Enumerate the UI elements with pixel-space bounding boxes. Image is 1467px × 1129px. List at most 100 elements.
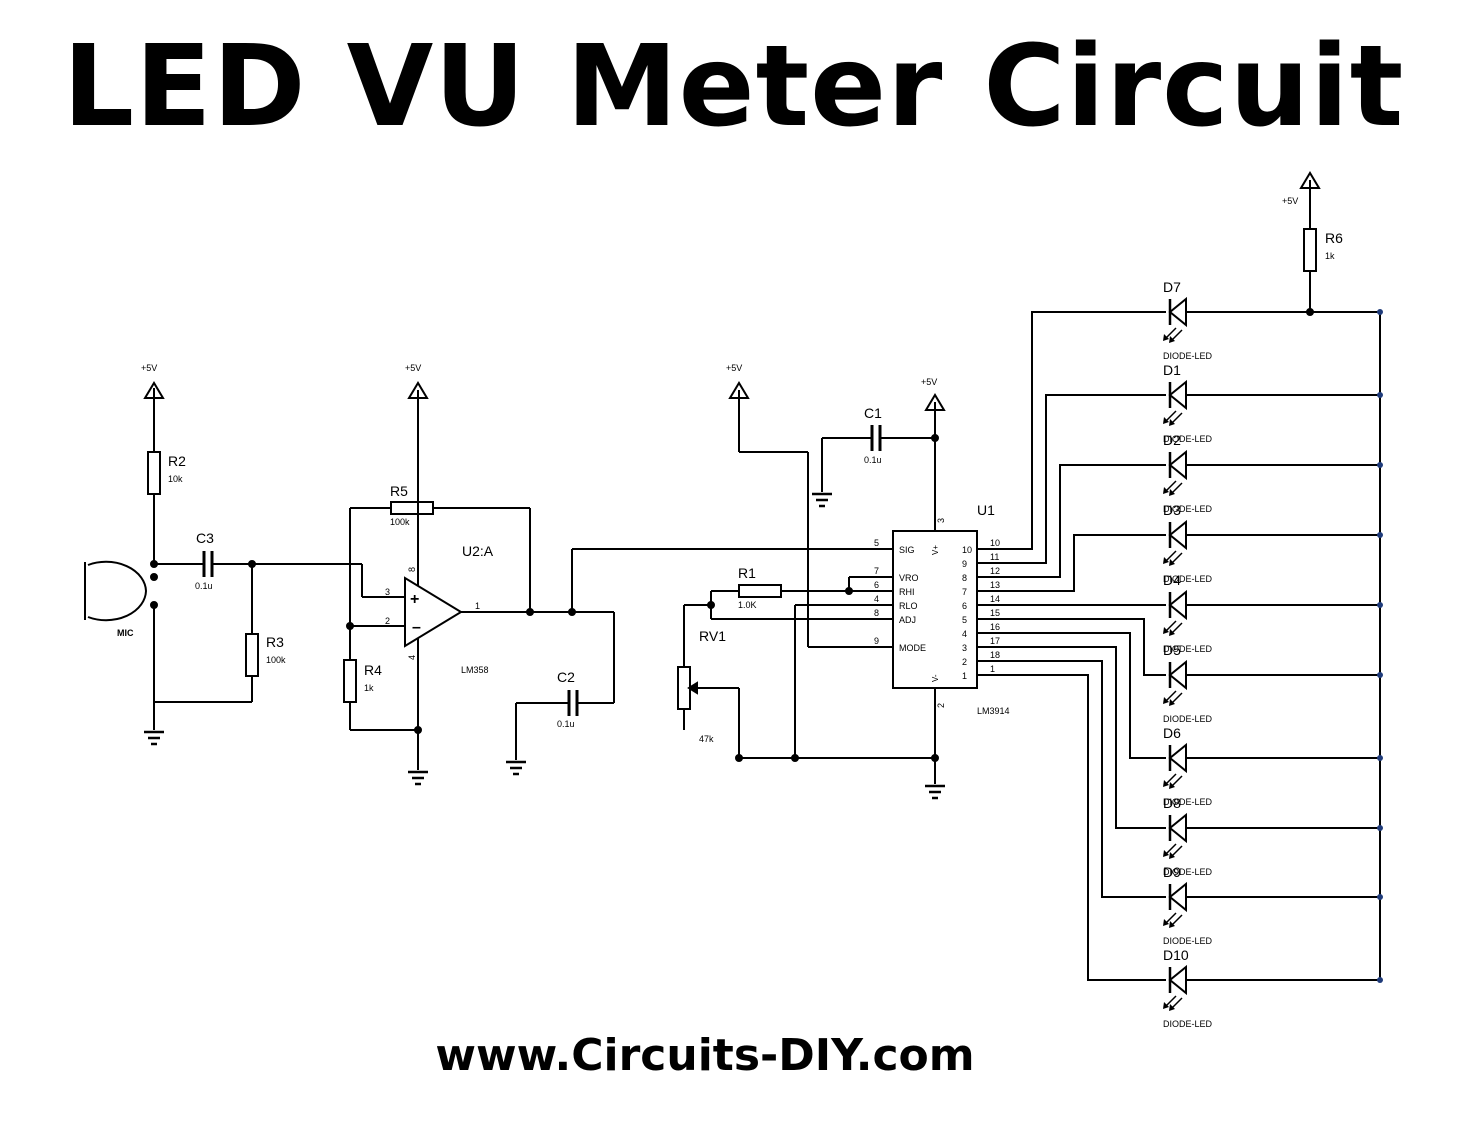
ic-output-pin-label: 12 — [990, 566, 1000, 576]
led-type-label: DIODE-LED — [1163, 867, 1213, 877]
led-type-label: DIODE-LED — [1163, 574, 1213, 584]
junction-dot — [1377, 602, 1383, 608]
led-type-label: DIODE-LED — [1163, 714, 1213, 724]
led-arrow-head — [1169, 852, 1175, 859]
led-arrow-head — [1163, 780, 1169, 787]
supply-label-ic: +5V — [921, 377, 937, 387]
ground-c2 — [506, 760, 526, 776]
led-arrow-head — [1169, 699, 1175, 706]
led-arrow-head — [1163, 487, 1169, 494]
led-wire — [977, 674, 1166, 981]
r3-ref: R3 — [266, 634, 284, 650]
opamp-minus-sign: – — [412, 619, 421, 636]
led-arrow-head — [1169, 629, 1175, 636]
supply-label-r6: +5V — [1282, 196, 1298, 206]
led-ref-label: D10 — [1163, 947, 1189, 963]
ic-pin-name: SIG — [899, 545, 915, 555]
ic-pin-name: VRO — [899, 573, 919, 583]
rv1-value: 47k — [699, 734, 714, 744]
c1-ref: C1 — [864, 405, 882, 421]
supply-label-opamp: +5V — [405, 363, 421, 373]
led-arrow-head — [1169, 921, 1175, 928]
opamp-ref: U2:A — [462, 543, 494, 559]
ground-c1 — [812, 492, 832, 508]
junction-dot — [1377, 672, 1383, 678]
ic-pin-number: 7 — [874, 566, 879, 576]
led-wire — [977, 632, 1166, 759]
led-ref-label: D5 — [1163, 642, 1181, 658]
ground-mic — [144, 730, 164, 746]
junction-dot — [1377, 755, 1383, 761]
junction-dot — [1377, 977, 1383, 983]
led-wire — [977, 618, 1166, 676]
led-ref-label: D9 — [1163, 864, 1181, 880]
led-arrow-head — [1169, 559, 1175, 566]
led-diode-symbol — [1168, 742, 1187, 774]
rv1-ref: RV1 — [699, 628, 726, 644]
r5-ref: R5 — [390, 483, 408, 499]
r3-value: 100k — [266, 655, 286, 665]
ic-pin-number: 5 — [962, 615, 967, 625]
capacitor-c1 — [870, 425, 882, 451]
led-ref-label: D7 — [1163, 279, 1181, 295]
led-type-label: DIODE-LED — [1163, 797, 1213, 807]
ic-pin-name: ADJ — [899, 615, 916, 625]
led-arrow-head — [1163, 1002, 1169, 1009]
ic-output-pin-label: 11 — [990, 552, 999, 562]
capacitor-c3 — [202, 551, 214, 577]
led-ref-label: D2 — [1163, 432, 1181, 448]
ic-pin-number: 6 — [874, 580, 879, 590]
ic-output-pin-label: 1 — [990, 664, 995, 674]
led-wire — [977, 394, 1166, 564]
resistor-r6 — [1303, 228, 1317, 272]
ic-output-pin-label: 16 — [990, 622, 1000, 632]
opamp-part: LM358 — [461, 665, 489, 675]
led-ref-label: D6 — [1163, 725, 1181, 741]
r6-ref: R6 — [1325, 230, 1343, 246]
supply-arrow-mic — [143, 381, 165, 452]
led-arrow-head — [1163, 334, 1169, 341]
ic-pin-number: 8 — [962, 573, 967, 583]
ic-pin-number: 3 — [962, 643, 967, 653]
ground-opamp — [408, 770, 428, 786]
r2-value: 10k — [168, 474, 183, 484]
r4-value: 1k — [364, 683, 374, 693]
r5-value: 100k — [390, 517, 410, 527]
ic-output-pin-label: 17 — [990, 636, 1000, 646]
led-arrow-head — [1163, 850, 1169, 857]
r1-value: 1.0K — [738, 600, 757, 610]
ic-pin-number: 6 — [962, 601, 967, 611]
junction-dot — [1377, 392, 1383, 398]
c2-ref: C2 — [557, 669, 575, 685]
led-type-label: DIODE-LED — [1163, 434, 1213, 444]
ic-bottom-pin: 2 — [936, 703, 946, 708]
led-arrow-head — [1169, 489, 1175, 496]
led-diode-symbol — [1168, 296, 1187, 328]
led-wire — [977, 660, 1166, 898]
junction-dot — [1377, 532, 1383, 538]
c3-ref: C3 — [196, 530, 214, 546]
led-type-label: DIODE-LED — [1163, 1019, 1213, 1029]
mic-label: MIC — [117, 628, 134, 638]
supply-arrow-opamp — [407, 381, 429, 399]
led-arrow-head — [1163, 417, 1169, 424]
led-diode-symbol — [1168, 881, 1187, 913]
ic-ref: U1 — [977, 502, 995, 518]
resistor-r2 — [147, 451, 161, 495]
c2-value: 0.1u — [557, 719, 575, 729]
led-wire — [977, 311, 1166, 550]
ic-pin-number: 5 — [874, 538, 879, 548]
ic-pin-number: 2 — [962, 657, 967, 667]
junction-dot — [1377, 462, 1383, 468]
led-ref-label: D3 — [1163, 502, 1181, 518]
led-wire — [977, 534, 1166, 592]
c3-value: 0.1u — [195, 581, 213, 591]
led-ref-label: D4 — [1163, 572, 1181, 588]
supply-label-mode: +5V — [726, 363, 742, 373]
led-wire-group — [977, 311, 1166, 981]
ic-pin-number: 8 — [874, 608, 879, 618]
supply-label-mic: +5V — [141, 363, 157, 373]
c1-value: 0.1u — [864, 455, 882, 465]
ic-output-pin-label: 10 — [990, 538, 1000, 548]
